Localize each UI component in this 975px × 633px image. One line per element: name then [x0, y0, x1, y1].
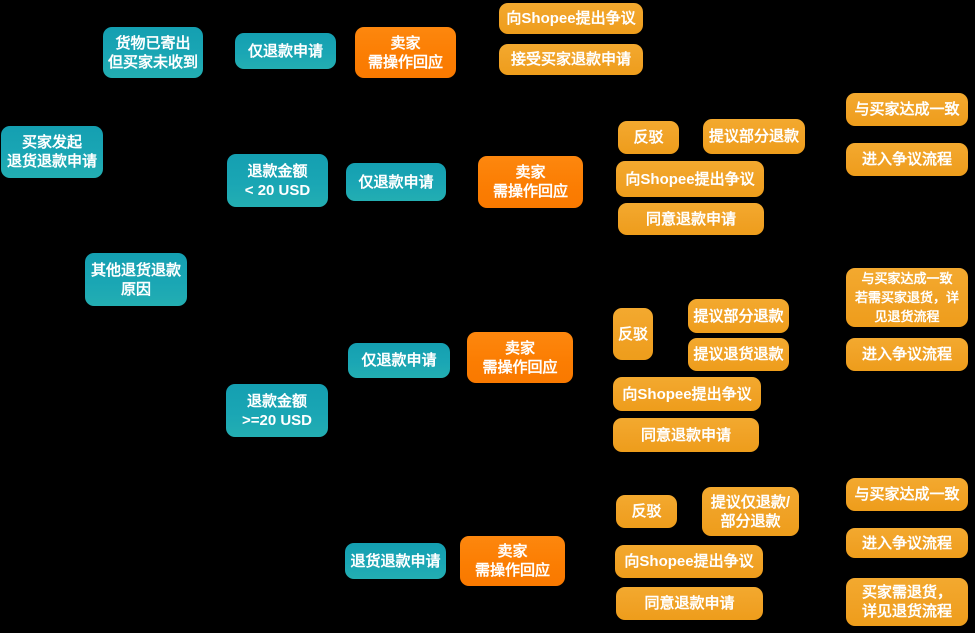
node-refund-only-request-3: 仅退款申请: [348, 343, 450, 378]
node-refund-amount-gte-20usd: 退款金额 >=20 USD: [226, 384, 328, 437]
node-dispute-to-shopee-3: 向Shopee提出争议: [613, 377, 761, 411]
node-refund-only-request-1: 仅退款申请: [235, 33, 336, 69]
node-reach-agreement-with-buyer-2: 与买家达成一致 若需买家退货，详 见退货流程: [846, 268, 968, 327]
node-dispute-to-shopee-2: 向Shopee提出争议: [616, 161, 764, 197]
node-propose-refundonly-or-partial: 提议仅退款/ 部分退款: [702, 487, 799, 536]
node-propose-return-refund: 提议退货退款: [688, 338, 789, 371]
node-rebut-2: 反驳: [613, 308, 653, 360]
node-enter-dispute-process-3: 进入争议流程: [846, 528, 968, 558]
node-enter-dispute-process-2: 进入争议流程: [846, 338, 968, 371]
node-shipped-not-received: 货物已寄出 但买家未收到: [103, 27, 203, 78]
node-other-return-refund-reasons: 其他退货退款 原因: [85, 253, 187, 306]
node-refund-amount-lt-20usd: 退款金额 < 20 USD: [227, 154, 328, 207]
node-refund-only-request-2: 仅退款申请: [346, 163, 446, 201]
node-propose-partial-refund-2: 提议部分退款: [688, 299, 789, 333]
node-buyer-must-return-see-process: 买家需退货， 详见退货流程: [846, 578, 968, 626]
node-buyer-initiates-return-refund: 买家发起 退货退款申请: [1, 126, 103, 178]
node-seller-action-required-2: 卖家 需操作回应: [478, 156, 583, 208]
node-seller-action-required-1: 卖家 需操作回应: [355, 27, 456, 78]
node-agree-refund-request-1: 同意退款申请: [618, 203, 764, 235]
node-agree-refund-request-3: 同意退款申请: [616, 587, 763, 620]
node-accept-buyer-refund-request: 接受买家退款申请: [499, 44, 643, 75]
node-dispute-to-shopee-4: 向Shopee提出争议: [615, 545, 763, 578]
node-agree-refund-request-2: 同意退款申请: [613, 418, 759, 452]
node-propose-partial-refund-1: 提议部分退款: [703, 119, 805, 154]
node-seller-action-required-3: 卖家 需操作回应: [467, 332, 573, 383]
node-reach-agreement-with-buyer-3: 与买家达成一致: [846, 478, 968, 511]
node-rebut-3: 反驳: [616, 495, 677, 528]
node-return-refund-request: 退货退款申请: [345, 543, 446, 579]
node-reach-agreement-with-buyer-1: 与买家达成一致: [846, 93, 968, 126]
node-dispute-to-shopee-1: 向Shopee提出争议: [499, 3, 643, 34]
node-rebut-1: 反驳: [618, 121, 679, 154]
node-enter-dispute-process-1: 进入争议流程: [846, 143, 968, 176]
node-seller-action-required-4: 卖家 需操作回应: [460, 536, 565, 586]
